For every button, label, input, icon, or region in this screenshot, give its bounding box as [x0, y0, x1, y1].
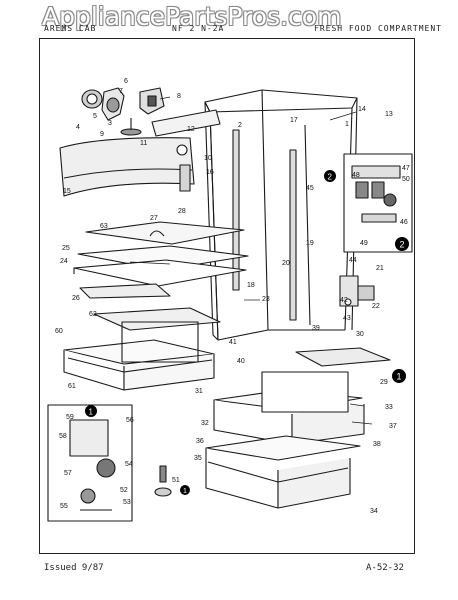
- cabinet-shell: [204, 89, 358, 341]
- callout-32: 32: [201, 420, 209, 427]
- callout-43: 43: [343, 315, 351, 322]
- detail-marker-1-inset: 1: [85, 405, 97, 417]
- callout-14: 14: [358, 106, 366, 113]
- callout-28: 28: [178, 208, 186, 215]
- callout-54: 54: [125, 461, 133, 468]
- callout-49: 49: [360, 240, 368, 247]
- callout-24: 24: [60, 258, 68, 265]
- detail-marker-1-small: 1: [180, 485, 190, 495]
- inset-detail-2: [343, 153, 413, 253]
- callout-36: 36: [196, 438, 204, 445]
- detail-marker-1-right: 1: [392, 369, 406, 383]
- callout-30: 30: [356, 331, 364, 338]
- callout-22: 22: [372, 303, 380, 310]
- callout-10: 10: [204, 155, 212, 162]
- callout-5: 5: [93, 113, 97, 120]
- callout-38: 38: [373, 441, 381, 448]
- callout-41: 41: [229, 339, 237, 346]
- svg-text:1: 1: [183, 488, 187, 495]
- svg-text:2: 2: [328, 173, 333, 182]
- callout-29: 29: [380, 379, 388, 386]
- svg-text:1: 1: [397, 372, 402, 382]
- callout-62: 62: [89, 311, 97, 318]
- callout-25: 25: [62, 245, 70, 252]
- callout-60: 60: [55, 328, 63, 335]
- callout-6: 6: [124, 78, 128, 85]
- callout-9: 9: [100, 131, 104, 138]
- callout-53: 53: [123, 499, 131, 506]
- callout-39: 39: [312, 325, 320, 332]
- meat-keeper-drawer: [213, 347, 391, 445]
- callout-2: 2: [238, 122, 242, 129]
- callout-3: 3: [108, 120, 112, 127]
- callout-8: 8: [177, 93, 181, 100]
- callout-59: 59: [66, 414, 74, 421]
- watermark: AppliancePartsPros.com: [42, 2, 342, 31]
- callout-51: 51: [172, 477, 180, 484]
- inset-detail-1: [47, 404, 172, 522]
- callout-50: 50: [402, 176, 410, 183]
- callout-56: 56: [126, 417, 134, 424]
- callout-47: 47: [402, 165, 410, 172]
- callout-4: 4: [76, 124, 80, 131]
- callout-33: 33: [385, 404, 393, 411]
- issued-date: Issued 9/87: [44, 563, 104, 573]
- callout-34: 34: [370, 508, 378, 515]
- callout-40: 40: [237, 358, 245, 365]
- callout-46: 46: [400, 219, 408, 226]
- callout-58: 58: [59, 433, 67, 440]
- detail-marker-2-inset: 2: [395, 237, 409, 251]
- light-housing-parts: [81, 87, 221, 137]
- callout-11: 11: [140, 140, 147, 147]
- hinge-bracket: [339, 275, 375, 307]
- callout-15: 15: [63, 188, 71, 195]
- header-right: FRESH FOOD COMPARTMENT: [314, 24, 442, 33]
- callout-45: 45: [306, 185, 314, 192]
- callout-17: 17: [290, 117, 298, 124]
- callout-12: 12: [187, 126, 195, 133]
- callout-19: 19: [306, 240, 314, 247]
- callout-18: 18: [247, 282, 255, 289]
- callout-13: 13: [385, 111, 393, 118]
- callout-48: 48: [352, 172, 360, 179]
- callout-57: 57: [64, 470, 72, 477]
- glass-shelf-upper: [73, 221, 249, 299]
- leader-lines: [129, 96, 373, 425]
- callout-21: 21: [376, 265, 384, 272]
- control-panel: [59, 137, 195, 197]
- callout-42: 42: [340, 297, 348, 304]
- vegetable-drawer: [205, 435, 361, 509]
- callout-35: 35: [194, 455, 202, 462]
- header-left: AREMS CAB: [44, 24, 97, 33]
- callout-26: 26: [72, 295, 80, 302]
- detail-marker-2-cabinet: 2: [324, 170, 336, 182]
- callout-63: 63: [100, 223, 108, 230]
- callout-44: 44: [349, 257, 357, 264]
- callout-23: 23: [262, 296, 270, 303]
- callout-16: 16: [206, 169, 214, 176]
- callout-7: 7: [119, 88, 123, 95]
- callout-1: 1: [345, 121, 349, 128]
- crisper-drawer-left: [63, 307, 221, 391]
- header-middle: NF 2 N-2A: [172, 24, 225, 33]
- diagram-frame: [39, 38, 415, 554]
- svg-text:2: 2: [400, 240, 405, 250]
- callout-52: 52: [120, 487, 128, 494]
- callout-55: 55: [60, 503, 68, 510]
- callout-27: 27: [150, 215, 158, 222]
- callout-20: 20: [282, 260, 290, 267]
- callout-61: 61: [68, 383, 76, 390]
- svg-text:1: 1: [89, 408, 94, 417]
- callout-37: 37: [389, 423, 397, 430]
- callout-31: 31: [195, 388, 203, 395]
- page-code: A-52-32: [366, 563, 404, 573]
